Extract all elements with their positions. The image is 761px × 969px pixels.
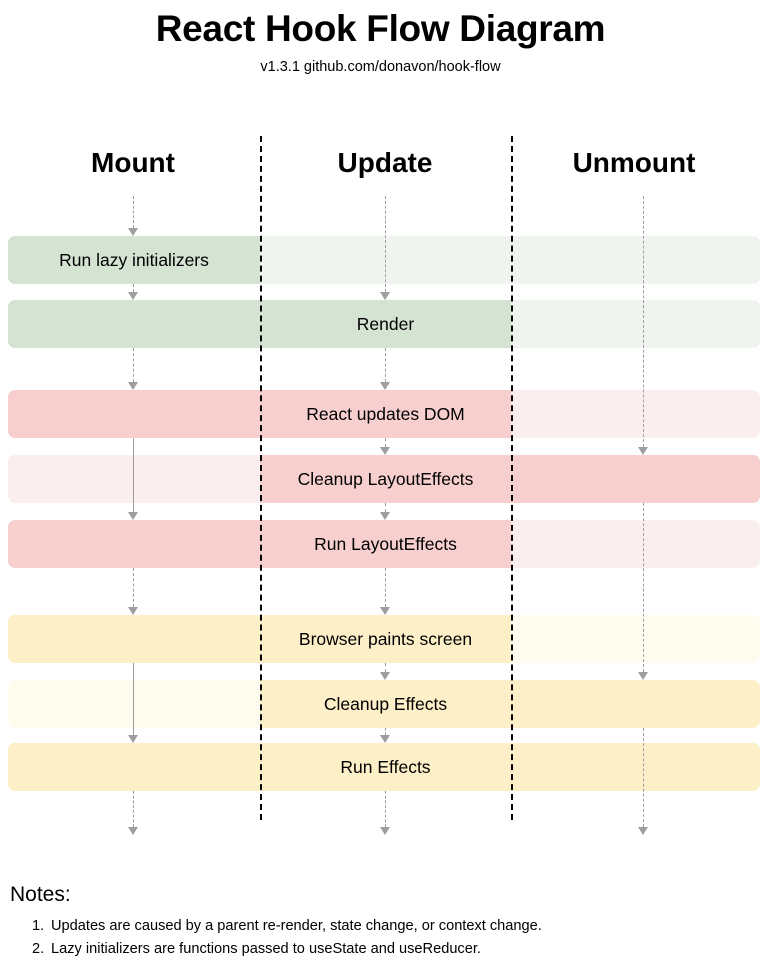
page-title: React Hook Flow Diagram xyxy=(155,8,606,49)
row-active-fill xyxy=(8,520,511,568)
row-label-cleanup-layouteffects: Cleanup LayoutEffects xyxy=(297,469,474,489)
arrow-head-icon xyxy=(128,826,139,835)
row-run-lazy-initializers xyxy=(8,236,760,284)
arrow-line xyxy=(643,503,644,672)
page-header: React Hook Flow Diagram v1.3.1 github.co… xyxy=(0,0,761,76)
arrow-line xyxy=(133,284,134,292)
arrow-head-icon xyxy=(380,291,391,300)
arrow-head-icon xyxy=(380,381,391,390)
arrow-line xyxy=(133,791,134,827)
arrow-head-icon xyxy=(128,227,139,236)
arrow-line xyxy=(385,791,386,827)
arrow-head-icon xyxy=(638,826,649,835)
arrow-head-icon xyxy=(380,826,391,835)
row-run-layouteffects xyxy=(8,520,760,568)
arrow-line xyxy=(643,196,644,447)
row-label-browser-paints-screen: Browser paints screen xyxy=(298,629,473,649)
arrow-line xyxy=(385,728,386,735)
arrow-line xyxy=(385,503,386,512)
arrow-line xyxy=(385,438,386,447)
row-active-fill xyxy=(8,390,511,438)
note-number: 1. xyxy=(32,918,45,934)
note-item-1: 1. Updates are caused by a parent re-rend… xyxy=(32,915,750,938)
notes-title: Notes: xyxy=(10,883,71,906)
row-label-react-updates-dom: React updates DOM xyxy=(306,404,465,424)
column-heading-update: Update xyxy=(337,147,433,178)
arrow-line xyxy=(133,568,134,607)
row-active-fill xyxy=(8,743,511,791)
row-active-fill xyxy=(8,300,511,348)
row-run-effects xyxy=(8,743,760,791)
page-subtitle: v1.3.1 github.com/donavon/hook-flow xyxy=(260,59,501,75)
column-heading-mount: Mount xyxy=(91,147,175,178)
arrow-line xyxy=(385,196,386,292)
column-divider-2 xyxy=(511,136,513,820)
arrow-line xyxy=(643,728,644,827)
column-divider-1 xyxy=(260,136,262,820)
note-text: Updates are caused by a parent re-render… xyxy=(51,918,542,934)
arrow-head-icon xyxy=(128,291,139,300)
note-number: 2. xyxy=(32,941,45,957)
arrow-line xyxy=(385,348,386,382)
row-label-cleanup-effects: Cleanup Effects xyxy=(323,694,448,714)
row-react-updates-dom xyxy=(8,390,760,438)
arrow-head-icon xyxy=(380,671,391,680)
arrow-head-icon xyxy=(128,511,139,520)
row-active-fill xyxy=(8,236,260,284)
notes-section: Notes: 1. Updates are caused by a parent … xyxy=(10,882,750,961)
row-label-run-layouteffects: Run LayoutEffects xyxy=(314,534,457,554)
row-label-run-lazy-initializers: Run lazy initializers xyxy=(59,250,209,270)
arrow-line xyxy=(385,663,386,672)
note-item-2: 2. Lazy initializers are functions passed… xyxy=(32,938,750,961)
notes-list: 1. Updates are caused by a parent re-rend… xyxy=(10,915,750,961)
arrow-head-icon xyxy=(638,446,649,455)
row-active-fill xyxy=(260,680,760,728)
arrow-line xyxy=(133,438,134,512)
arrow-head-icon xyxy=(128,381,139,390)
arrow-line xyxy=(133,196,134,228)
row-label-render: Render xyxy=(356,314,415,334)
row-browser-paints-screen xyxy=(8,615,760,663)
arrow-head-icon xyxy=(128,734,139,743)
arrow-head-icon xyxy=(380,511,391,520)
arrow-head-icon xyxy=(638,671,649,680)
row-active-fill xyxy=(260,455,760,503)
arrow-line xyxy=(133,663,134,735)
hook-flow-diagram: Mount Update Unmount Run lazy initializers… xyxy=(8,136,760,835)
column-heading-unmount: Unmount xyxy=(572,147,696,178)
row-active-fill xyxy=(8,615,511,663)
row-label-run-effects: Run Effects xyxy=(340,757,431,777)
arrow-head-icon xyxy=(380,446,391,455)
arrow-line xyxy=(133,348,134,382)
note-text: Lazy initializers are functions passed t… xyxy=(51,941,481,957)
arrow-line xyxy=(385,568,386,607)
arrow-head-icon xyxy=(128,606,139,615)
arrow-head-icon xyxy=(380,606,391,615)
arrow-head-icon xyxy=(380,734,391,743)
row-render xyxy=(8,300,760,348)
